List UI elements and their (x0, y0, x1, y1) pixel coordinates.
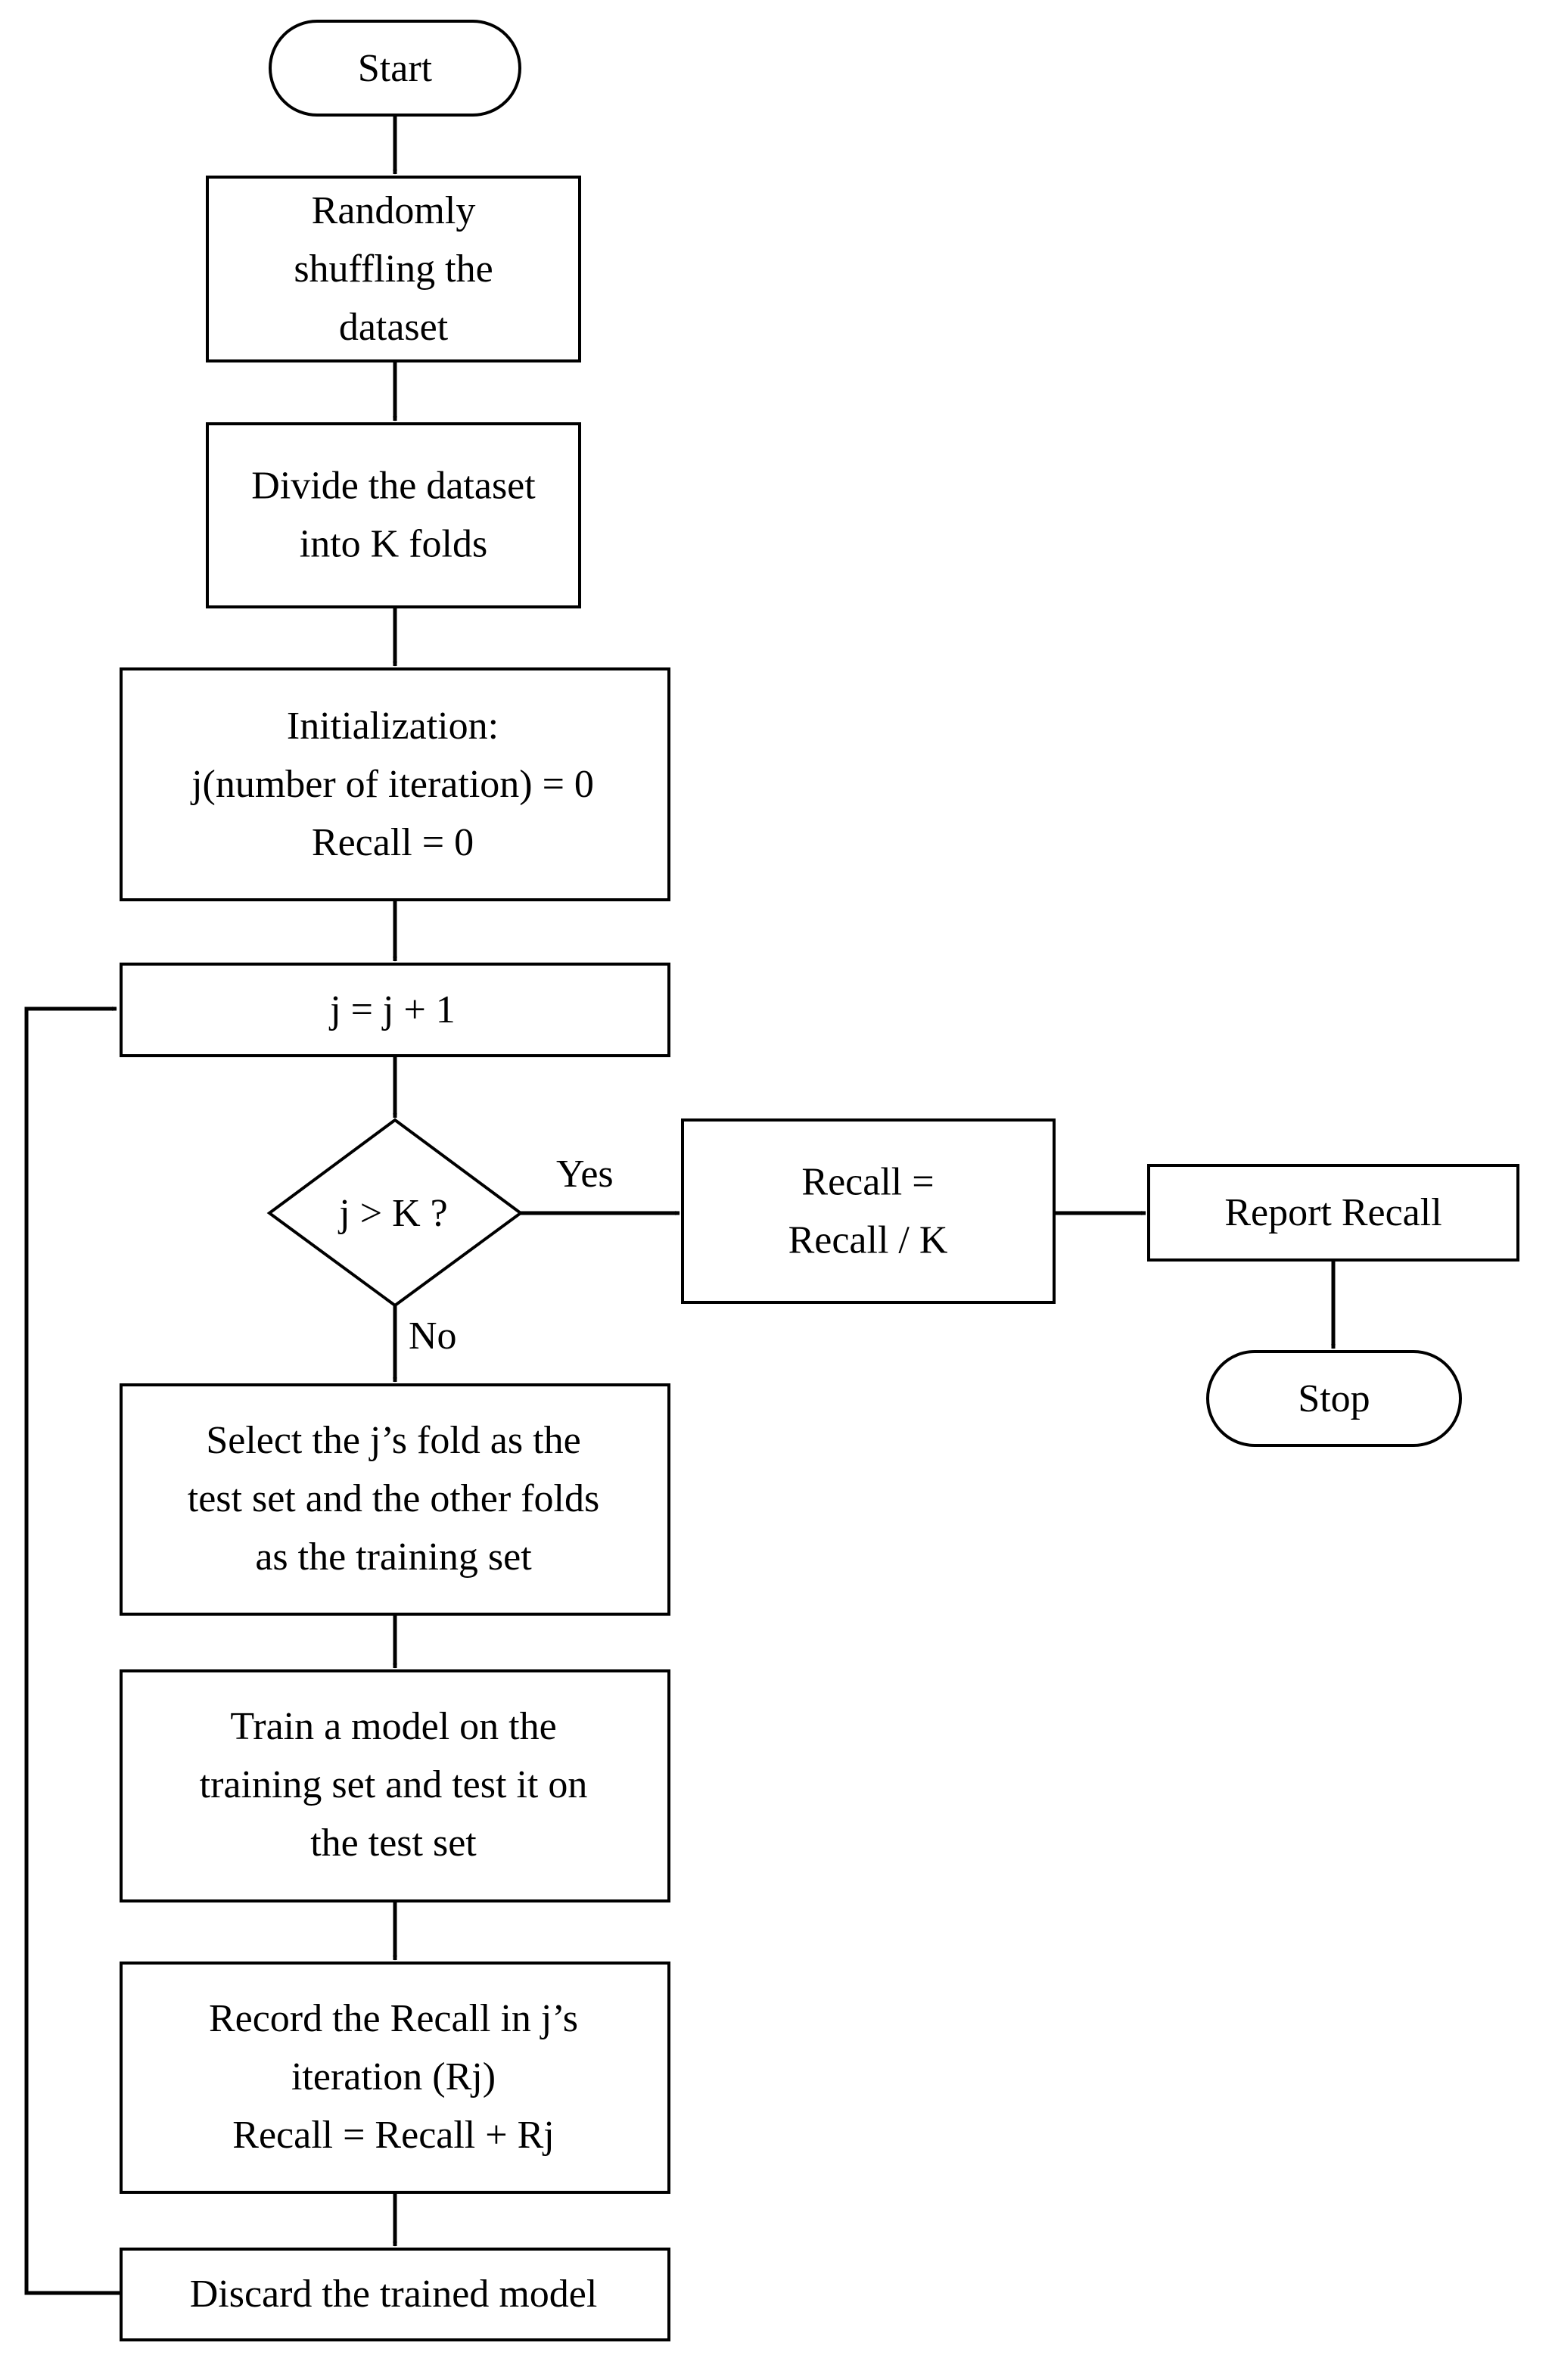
node-record: Record the Recall in j’s iteration (Rj) Re… (120, 1962, 670, 2194)
node-decision-label: j > K ? (337, 1192, 447, 1235)
stop-label-line: Stop (1298, 1377, 1370, 1420)
record-label-line: Record the Recall in j’s (209, 1997, 578, 2040)
divide-label-line: Divide the dataset (251, 464, 536, 507)
node-divide-label: Divide the dataset into K folds (251, 464, 536, 565)
node-decision: j > K ? (266, 1118, 524, 1308)
edge-label-no: No (409, 1314, 457, 1358)
init-label-line: Initialization: (287, 705, 499, 748)
node-select: Select the j’s fold as the test set and t… (120, 1383, 670, 1616)
node-discard: Discard the trained model (120, 2248, 670, 2341)
node-train: Train a model on the training set and tes… (120, 1669, 670, 1902)
node-start-label: Start (358, 47, 433, 90)
shuffle-label-line: Randomly (312, 189, 476, 232)
select-label-line: as the training set (255, 1535, 532, 1579)
train-label-line: the test set (310, 1822, 477, 1865)
discard-label-line: Discard the trained model (190, 2273, 598, 2316)
train-label-line: Train a model on the (230, 1705, 556, 1748)
node-increment: j = j + 1 (120, 963, 670, 1057)
record-label-line: iteration (Rj) (291, 2055, 496, 2098)
average-label-line: Recall / K (788, 1218, 948, 1262)
report-label-line: Report Recall (1224, 1191, 1441, 1234)
node-start: Start (269, 20, 521, 117)
record-label-line: Recall = Recall + Rj (232, 2114, 554, 2157)
init-label-line: Recall = 0 (312, 821, 474, 864)
start-label-line: Start (358, 47, 433, 90)
edge-label-yes: Yes (556, 1153, 614, 1196)
node-average-label: Recall = Recall / K (788, 1160, 948, 1262)
shuffle-label-line: dataset (339, 306, 449, 349)
edges (24, 115, 1336, 2295)
init-label-line: j(number of iteration) = 0 (190, 763, 594, 806)
node-shuffle: Randomly shuffling the dataset (206, 176, 581, 362)
divide-label-line: into K folds (300, 522, 487, 565)
node-record-label: Record the Recall in j’s iteration (Rj) Re… (209, 1997, 578, 2157)
increment-label-line: j = j + 1 (328, 988, 456, 1031)
node-train-label: Train a model on the training set and tes… (200, 1705, 588, 1865)
select-label-line: Select the j’s fold as the (206, 1419, 580, 1462)
node-select-label: Select the j’s fold as the test set and t… (188, 1419, 599, 1579)
decision-label-line: j > K ? (337, 1192, 447, 1235)
edge-discard-loop-back (24, 1006, 121, 2295)
node-divide: Divide the dataset into K folds (206, 422, 581, 608)
train-label-line: training set and test it on (200, 1763, 588, 1806)
average-label-line: Recall = (801, 1160, 934, 1203)
node-report: Report Recall (1147, 1164, 1519, 1262)
node-discard-label: Discard the trained model (190, 2273, 598, 2316)
node-init-label: Initialization: j(number of iteration) = … (190, 705, 594, 864)
node-stop: Stop (1206, 1350, 1462, 1447)
node-init: Initialization: j(number of iteration) = … (120, 667, 670, 901)
node-shuffle-label: Randomly shuffling the dataset (294, 189, 493, 349)
node-increment-label: j = j + 1 (328, 988, 456, 1031)
node-stop-label: Stop (1298, 1377, 1370, 1420)
node-average: Recall = Recall / K (681, 1118, 1056, 1304)
shuffle-label-line: shuffling the (294, 247, 493, 291)
select-label-line: test set and the other folds (188, 1477, 599, 1520)
node-report-label: Report Recall (1224, 1191, 1441, 1234)
